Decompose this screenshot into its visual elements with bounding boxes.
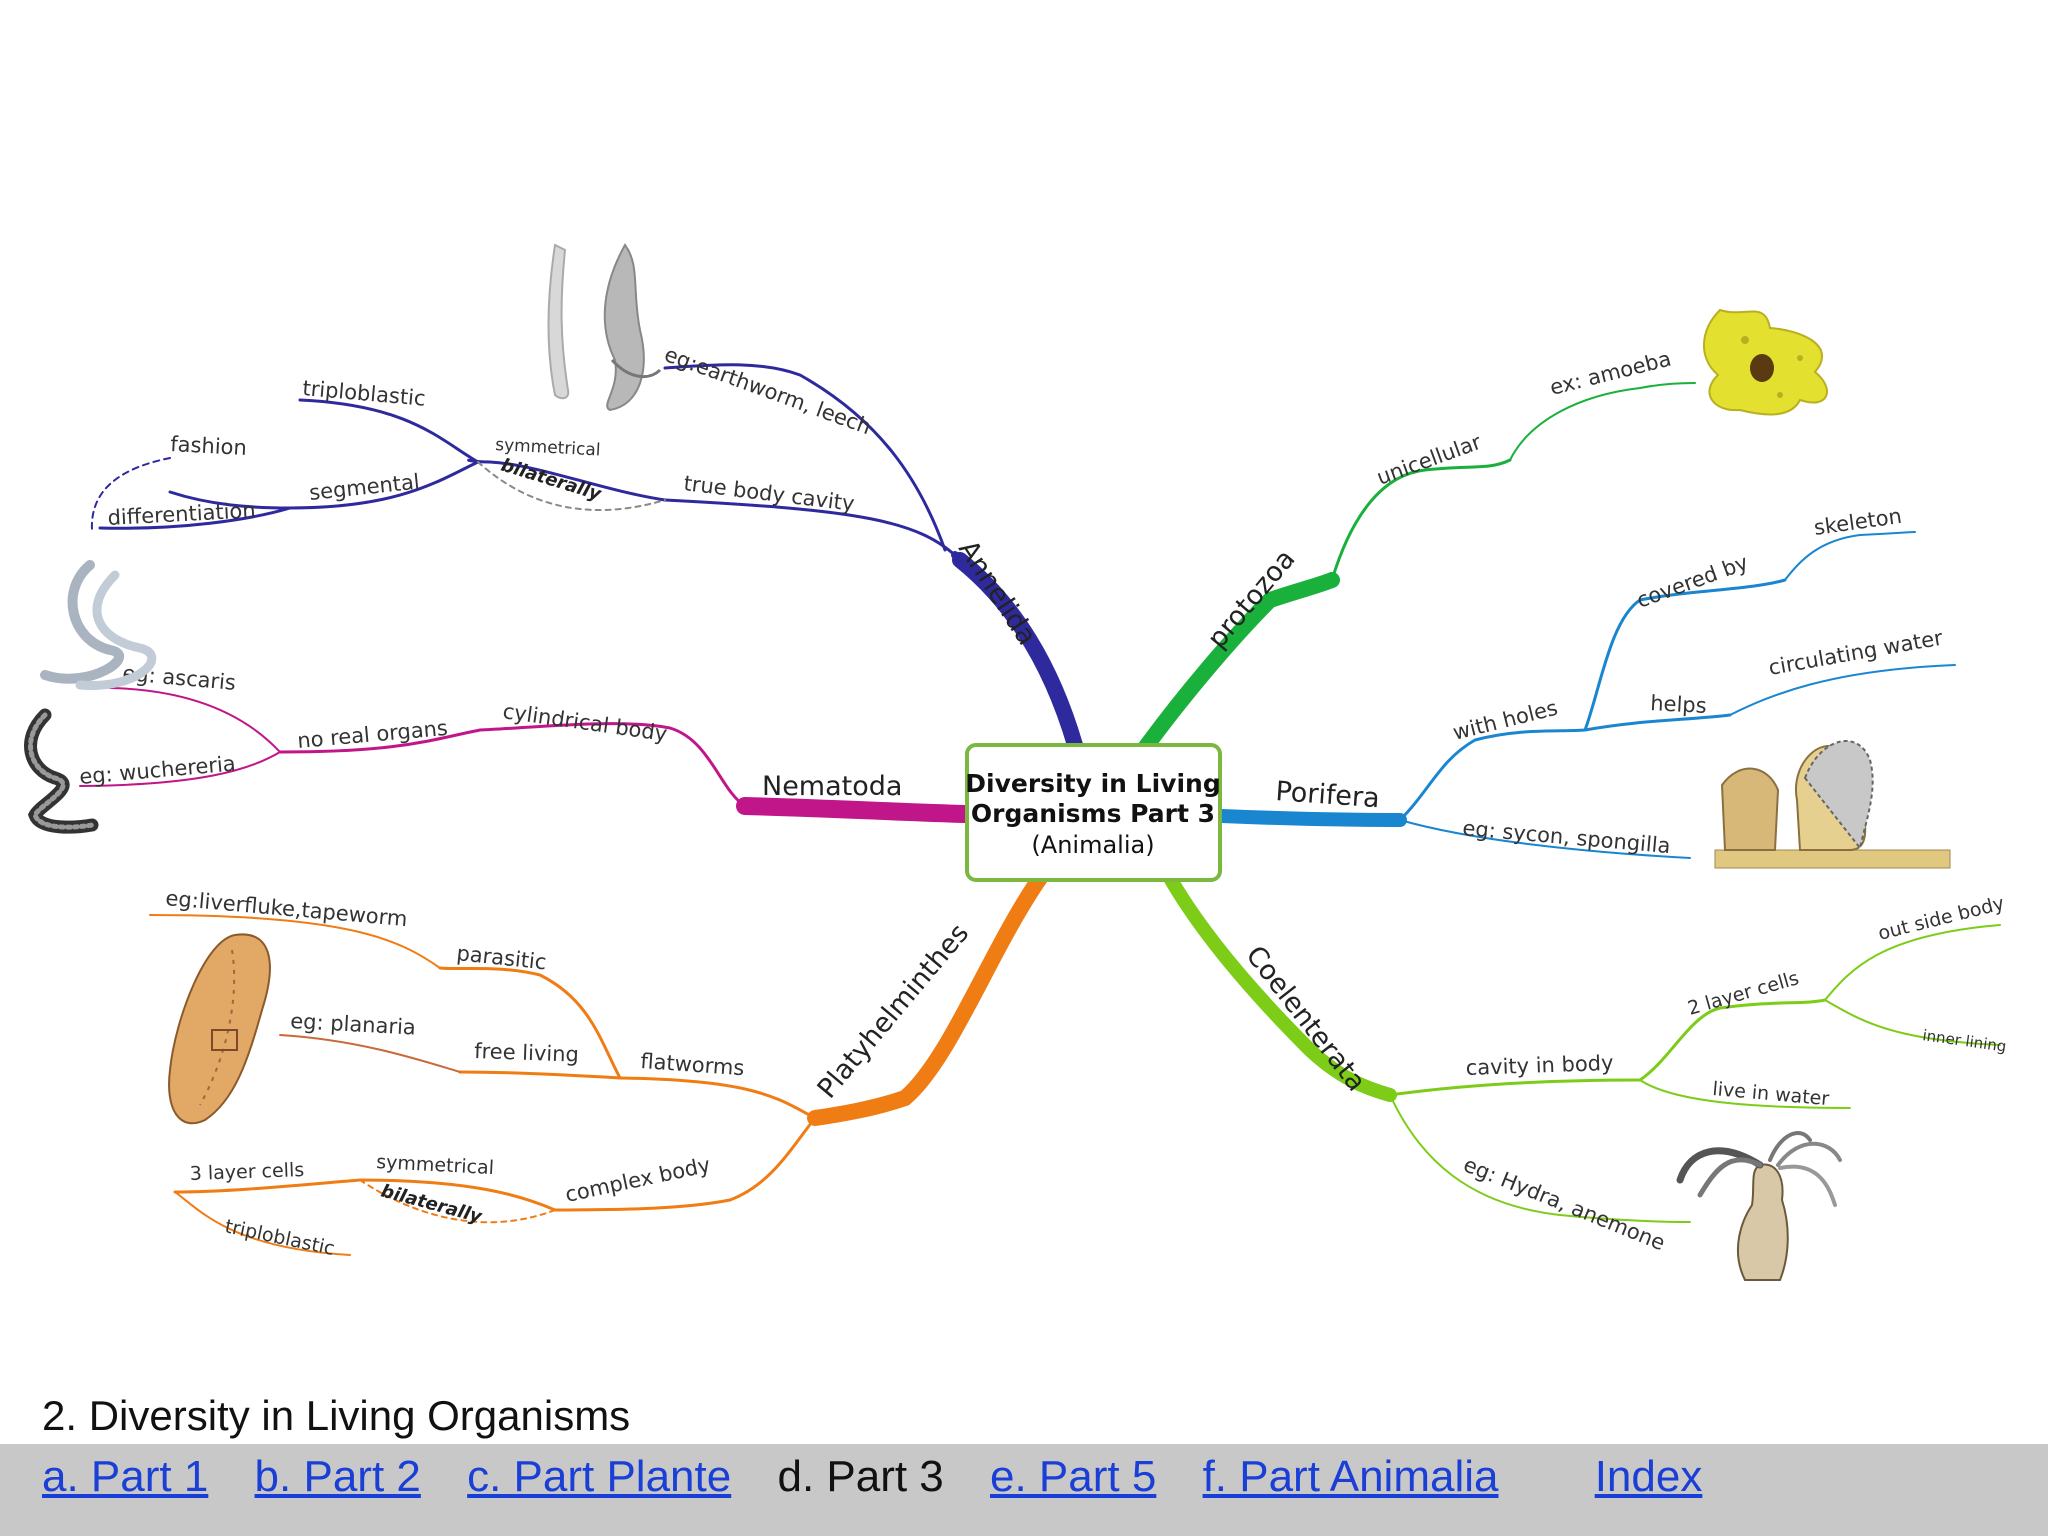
platyhelminthes-3-layer-cells: 3 layer cells [189,1159,304,1185]
annelida-triploblastic: triploblastic [302,376,427,411]
branch-platyhelminthes [149,870,1048,1256]
coelenterata-example: eg: Hydra, anemone [1460,1152,1668,1255]
nav-current-part3: d. Part 3 [777,1452,944,1501]
footer-title: 2. Diversity in Living Organisms [42,1392,631,1439]
coelenterata-out-side-body: out side body [1876,892,2007,945]
roundworm-illustration [24,560,157,834]
sponge-illustration [1714,740,1951,869]
nav-link-part2[interactable]: b. Part 2 [254,1452,421,1501]
navigation-bar [0,1444,2048,1536]
annelida-bilaterally: bilaterally [499,455,605,506]
platyhelminthes-flatworms: flatworms [640,1049,745,1080]
porifera-helps: helps [1650,691,1708,718]
branch-coelenterata [1163,871,2001,1223]
platyhelminthes-eg-liverfluke: eg:liverfluke,tapeworm [165,886,409,931]
central-topic-line3: (Animalia) [1031,831,1154,859]
nav-link-part-animalia[interactable]: f. Part Animalia [1202,1452,1499,1501]
central-topic: Diversity in Living Organisms Part 3 (An… [965,743,1222,882]
annelida-differentiation: differentiation [107,498,256,530]
platyhelminthes-label: Platyhelminthes [812,918,976,1104]
protozoa-example: ex: amoeba [1547,347,1673,400]
mind-map: Annelida true body cavity eg:earthworm, … [24,243,2008,1281]
branch-protozoa [1137,382,1696,756]
hydra-illustration [1676,1130,1842,1281]
porifera-label: Porifera [1275,776,1381,814]
flatworm-illustration [168,933,271,1125]
nav-link-part-plante[interactable]: c. Part Plante [467,1452,732,1501]
platyhelminthes-free-living: free living [474,1039,579,1067]
coelenterata-label: Coelenterata [1239,940,1371,1097]
amoeba-illustration [1703,308,1828,416]
platyhelminthes-complex-body: complex body [563,1153,712,1207]
coelenterata-inner-lining: inner lining [1921,1026,2007,1056]
annelida-example: eg:earthworm, leech [661,342,874,439]
central-topic-line2: Organisms Part 3 [971,799,1215,828]
earthworm-illustration [547,243,662,412]
annelida-label: Annelida [952,535,1042,651]
navigation-links: a. Part 1 b. Part 2 c. Part Plante d. Pa… [42,1452,1736,1502]
platyhelminthes-eg-planaria: eg: planaria [290,1009,417,1040]
central-topic-line1: Diversity in Living [965,769,1220,798]
branch-porifera [1215,531,1956,859]
nematoda-label: Nematoda [762,771,902,802]
branch-annelida [90,363,1083,753]
porifera-example: eg: sycon, spongilla [1462,816,1672,858]
platyhelminthes-triploblastic: triploblastic [223,1215,337,1260]
nav-link-index[interactable]: Index [1594,1452,1703,1501]
coelenterata-cavity-in-body: cavity in body [1465,1051,1614,1080]
protozoa-unicellular: unicellular [1374,430,1485,490]
nematoda-cylindrical-body: cylindrical body [501,699,668,746]
platyhelminthes-symmetrical: symmetrical [376,1151,495,1179]
porifera-with-holes: with holes [1450,696,1560,745]
coelenterata-2-layer-cells: 2 layer cells [1685,967,1801,1020]
nav-link-part5[interactable]: e. Part 5 [990,1452,1157,1501]
annelida-segmental: segmental [308,470,421,505]
annelida-true-body-cavity: true body cavity [682,471,855,516]
branch-nematoda [79,687,974,823]
porifera-covered-by: covered by [1634,550,1752,612]
annelida-fashion: fashion [170,432,248,460]
nav-link-part1[interactable]: a. Part 1 [42,1452,209,1501]
porifera-circulating-water: circulating water [1767,626,1945,680]
